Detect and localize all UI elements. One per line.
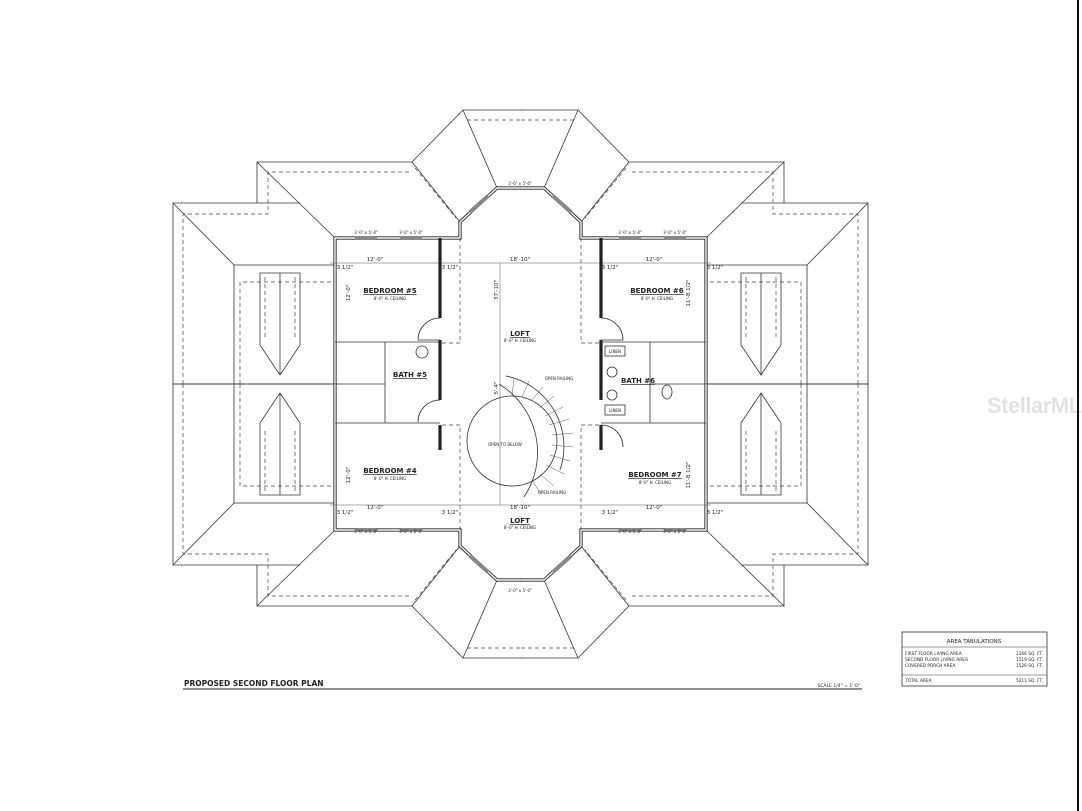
roof-and-walls [171, 108, 870, 660]
bedroom7-label: BEDROOM #7 [628, 471, 681, 479]
svg-text:12'-0": 12'-0" [646, 257, 663, 263]
bath5-label: BATH #5 [393, 371, 427, 379]
room-labels: BEDROOM #5 8'-0" H. CEILING BEDROOM #6 8… [363, 287, 683, 530]
svg-text:3'-0" x 5'-0": 3'-0" x 5'-0" [508, 181, 532, 186]
svg-text:18'-10": 18'-10" [510, 505, 530, 511]
svg-text:37'-10": 37'-10" [494, 280, 500, 300]
svg-text:FIRST FLOOR LIVING AREA: FIRST FLOOR LIVING AREA [905, 651, 962, 657]
svg-text:18'-10": 18'-10" [510, 257, 530, 263]
svg-text:1519 SQ. FT.: 1519 SQ. FT. [1016, 657, 1043, 663]
svg-text:3'-0" x 5'-0": 3'-0" x 5'-0" [508, 588, 532, 593]
svg-text:5211 SQ. FT.: 5211 SQ. FT. [1016, 678, 1043, 684]
svg-text:1526 SQ. FT.: 1526 SQ. FT. [1016, 663, 1043, 669]
dimension-labels: 12'-0" 18'-10" 12'-0" 12'-0" 18'-10" 12'… [337, 181, 724, 593]
svg-text:3 1/2": 3 1/2" [707, 265, 724, 271]
svg-text:12'-0": 12'-0" [346, 285, 352, 302]
svg-text:COVERED PORCH AREA: COVERED PORCH AREA [905, 663, 955, 669]
bedroom6-label: BEDROOM #6 [630, 287, 683, 295]
sheet-edge [1077, 0, 1079, 811]
svg-text:5'-4": 5'-4" [494, 381, 500, 394]
svg-text:3 1/2": 3 1/2" [602, 510, 619, 516]
svg-text:12'-0": 12'-0" [646, 505, 663, 511]
svg-text:3'-0" x 5'-0": 3'-0" x 5'-0" [663, 230, 687, 235]
linen-label: LINEN [609, 408, 621, 413]
svg-text:12'-0": 12'-0" [367, 257, 384, 263]
svg-text:3'-0" x 5'-0": 3'-0" x 5'-0" [354, 529, 378, 534]
svg-text:3 1/2": 3 1/2" [602, 265, 619, 271]
svg-text:3 1/2": 3 1/2" [442, 265, 459, 271]
loft-bottom-label: LOFT [510, 517, 530, 525]
svg-text:3'-0" x 5'-0": 3'-0" x 5'-0" [354, 230, 378, 235]
bedroom5-label: BEDROOM #5 [363, 287, 416, 295]
linen-label: LINEN [609, 349, 621, 354]
loft-bottom-ceiling: 8'-0" H. CEILING [504, 525, 536, 530]
bedroom5-ceiling: 8'-0" H. CEILING [374, 296, 406, 301]
loft-top-label: LOFT [510, 330, 530, 338]
svg-text:3'-0" x 5'-0": 3'-0" x 5'-0" [618, 529, 642, 534]
svg-text:3 1/2": 3 1/2" [337, 265, 354, 271]
svg-text:2166 SQ. FT.: 2166 SQ. FT. [1016, 651, 1043, 657]
svg-text:AREA TABULATIONS: AREA TABULATIONS [947, 639, 1002, 645]
open-railing-label-bottom: OPEN RAILING [538, 490, 566, 495]
svg-text:3'-0" x 5'-0": 3'-0" x 5'-0" [618, 230, 642, 235]
open-to-below-label: OPEN TO BELOW [488, 442, 522, 447]
bedroom4-label: BEDROOM #4 [363, 467, 416, 475]
area-tabulations-table: AREA TABULATIONS FIRST FLOOR LIVING AREA… [901, 631, 1048, 687]
svg-text:12'-0": 12'-0" [346, 467, 352, 484]
svg-text:TOTAL AREA: TOTAL AREA [904, 678, 932, 684]
watermark-logo: StellarMLS [987, 393, 1082, 418]
scale-note: SCALE 1/4" = 1'-0" [818, 683, 860, 689]
open-railing-label-top: OPEN RAILING [545, 376, 573, 381]
svg-text:3'-0" x 5'-0": 3'-0" x 5'-0" [399, 529, 423, 534]
bedroom6-ceiling: 8'-0" H. CEILING [641, 296, 673, 301]
svg-text:3'-0" x 5'-0": 3'-0" x 5'-0" [399, 230, 423, 235]
bedroom4-ceiling: 8'-0" H. CEILING [374, 476, 406, 481]
svg-text:3 1/2": 3 1/2" [707, 510, 724, 516]
spiral-staircase [466, 375, 574, 498]
svg-text:12'-0": 12'-0" [367, 505, 384, 511]
svg-text:11'-8 1/2": 11'-8 1/2" [686, 461, 692, 488]
svg-text:3 1/2": 3 1/2" [337, 510, 354, 516]
interior-walls [335, 238, 706, 505]
loft-top-ceiling: 8'-0" H. CEILING [504, 338, 536, 343]
bath6-label: BATH #6 [621, 377, 655, 385]
svg-text:SECOND FLOOR LIVING AREA: SECOND FLOOR LIVING AREA [905, 657, 968, 663]
drawing-title: PROPOSED SECOND FLOOR PLAN [184, 679, 324, 688]
svg-text:3 1/2": 3 1/2" [442, 510, 459, 516]
svg-text:11'-8 1/2": 11'-8 1/2" [686, 279, 692, 306]
svg-text:3'-0" x 5'-0": 3'-0" x 5'-0" [663, 529, 687, 534]
bedroom7-ceiling: 8'-0" H. CEILING [639, 480, 671, 485]
